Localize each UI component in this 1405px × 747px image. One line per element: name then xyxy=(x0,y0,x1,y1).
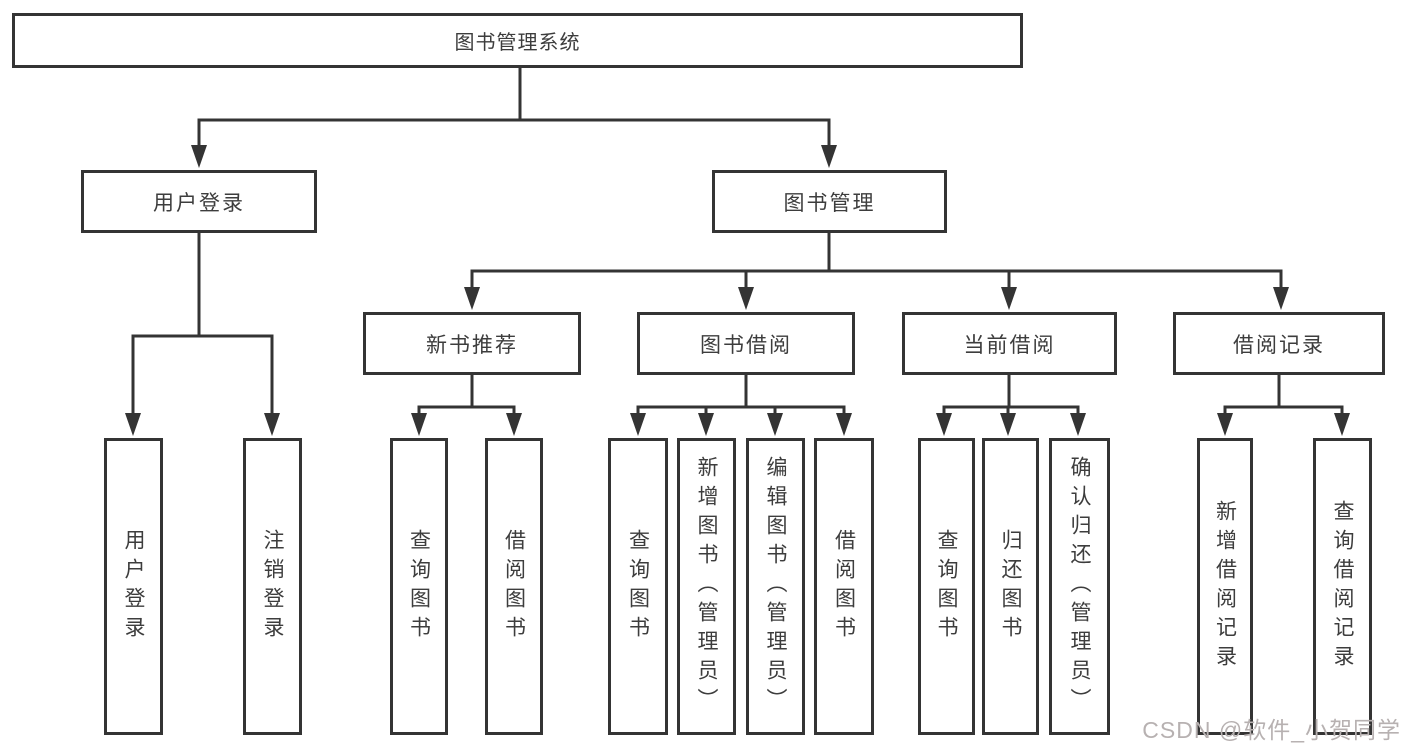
connector-arrowheads xyxy=(125,145,1350,436)
leaf-user-login: 用户登录 xyxy=(104,438,163,735)
node-borrow-records: 借阅记录 xyxy=(1173,312,1385,375)
node-book-borrowing: 图书借阅 xyxy=(637,312,855,375)
leaf-label: 借阅图书 xyxy=(502,528,526,645)
leaf-query-borrow-record: 查询借阅记录 xyxy=(1313,438,1372,735)
leaf-logout: 注销登录 xyxy=(243,438,302,735)
leaf-label: 编辑图书（管理员） xyxy=(764,456,787,717)
leaf-label: 确认归还（管理员） xyxy=(1068,456,1091,717)
leaf-add-book-admin: 新增图书（管理员） xyxy=(677,438,736,735)
csdn-watermark: CSDN @软件_小贺同学 xyxy=(1142,717,1401,743)
node-user-login: 用户登录 xyxy=(81,170,317,233)
leaf-label: 新增借阅记录 xyxy=(1213,499,1237,674)
leaf-label: 查询图书 xyxy=(626,528,650,645)
node-new-book-recommend: 新书推荐 xyxy=(363,312,581,375)
node-label: 图书管理系统 xyxy=(454,32,581,54)
node-label: 图书借阅 xyxy=(700,333,792,357)
node-library-system: 图书管理系统 xyxy=(12,13,1023,68)
node-label: 图书管理 xyxy=(783,191,876,215)
leaf-query-book-current: 查询图书 xyxy=(918,438,975,735)
leaf-label: 注销登录 xyxy=(261,528,284,645)
leaf-query-book-borrowing: 查询图书 xyxy=(608,438,668,735)
leaf-label: 查询借阅记录 xyxy=(1331,499,1354,674)
leaf-query-book-recommend: 查询图书 xyxy=(390,438,448,735)
leaf-label: 借阅图书 xyxy=(832,528,856,645)
leaf-label: 新增图书（管理员） xyxy=(695,456,718,717)
leaf-label: 查询图书 xyxy=(407,528,431,645)
node-book-management: 图书管理 xyxy=(712,170,947,233)
node-current-borrowing: 当前借阅 xyxy=(902,312,1117,375)
leaf-label: 查询图书 xyxy=(935,528,958,645)
node-label: 当前借阅 xyxy=(963,333,1056,357)
leaf-add-borrow-record: 新增借阅记录 xyxy=(1197,438,1253,735)
leaf-borrow-book-recommend: 借阅图书 xyxy=(485,438,543,735)
node-label: 用户登录 xyxy=(153,191,245,215)
node-label: 借阅记录 xyxy=(1233,333,1325,357)
leaf-borrow-book: 借阅图书 xyxy=(814,438,874,735)
leaf-return-book: 归还图书 xyxy=(982,438,1039,735)
leaf-label: 归还图书 xyxy=(999,528,1022,645)
leaf-confirm-return-admin: 确认归还（管理员） xyxy=(1049,438,1110,735)
leaf-label: 用户登录 xyxy=(122,528,145,645)
leaf-edit-book-admin: 编辑图书（管理员） xyxy=(746,438,805,735)
node-label: 新书推荐 xyxy=(426,333,518,357)
